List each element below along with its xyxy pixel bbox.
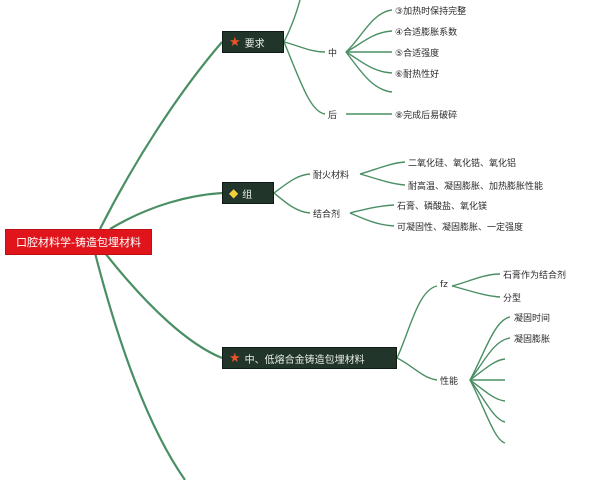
composition-binder-item-2[interactable]: 可凝固性、凝固膨胀、一定强度 <box>397 223 524 233</box>
connector-requirement-after <box>283 41 326 115</box>
branch-low-melt[interactable]: ★ 中、低熔合金铸造包埋材料 <box>222 347 397 369</box>
connector-lowmelt-fz <box>396 285 438 359</box>
requirement-middle-item-4[interactable]: ⑥耐热性好 <box>395 70 440 80</box>
connector-performance-item1 <box>469 316 511 381</box>
requirement-middle-item-1[interactable]: ③加热时保持完整 <box>395 7 467 17</box>
connector-middle-item5 <box>345 51 393 93</box>
composition-binder-item-1[interactable]: 石膏、磷酸盐、氧化镁 <box>397 202 488 212</box>
connector-composition-binder <box>273 192 311 214</box>
connector-performance-item3 <box>469 358 506 381</box>
star-icon: ★ <box>229 34 241 50</box>
composition-refractory-label[interactable]: 耐火材料 <box>313 171 350 181</box>
composition-binder-label[interactable]: 结合剂 <box>313 210 341 220</box>
star-icon: ★ <box>229 350 241 366</box>
low-melt-fz-item-1[interactable]: 石膏作为结合剂 <box>503 271 567 281</box>
connector-middle-item4 <box>345 51 393 74</box>
connector-binder-item2 <box>349 212 395 227</box>
low-melt-fz-item-2[interactable]: 分型 <box>503 294 522 304</box>
requirement-middle-item-3[interactable]: ⑤合适强度 <box>395 49 440 59</box>
connector-fz-item2 <box>451 285 501 298</box>
connector-performance-item2 <box>469 337 511 381</box>
low-melt-fz-label[interactable]: fz <box>440 280 448 290</box>
connector-fz-item1 <box>451 273 501 287</box>
low-melt-performance-label[interactable]: 性能 <box>440 377 459 387</box>
connector-performance-item6 <box>469 379 506 423</box>
connector-root-composition <box>109 191 223 230</box>
connector-middle-item2 <box>345 30 393 53</box>
connector-requirement-middle <box>283 41 326 53</box>
connector-refractory-item1 <box>359 161 406 175</box>
branch-requirement-label: 要求 <box>244 38 265 50</box>
connector-requirement-top <box>283 0 301 43</box>
branch-composition-label: 组 <box>242 189 253 201</box>
root-label: 口腔材料学-铸造包埋材料 <box>16 236 141 249</box>
branch-requirement[interactable]: ★ 要求 <box>222 31 284 53</box>
connector-middle-item1 <box>345 9 393 53</box>
connector-performance-item5 <box>469 379 506 402</box>
connector-lowmelt-performance <box>396 357 438 381</box>
connector-refractory-item2 <box>359 173 406 186</box>
requirement-middle-item-2[interactable]: ④合适膨胀系数 <box>395 28 458 38</box>
connector-composition-refractory <box>273 173 311 194</box>
root-node[interactable]: 口腔材料学-铸造包埋材料 <box>5 229 152 255</box>
composition-refractory-item-1[interactable]: 二氧化硅、氧化锆、氧化铝 <box>408 159 517 169</box>
connector-performance-item7 <box>469 379 506 444</box>
branch-low-melt-label: 中、低熔合金铸造包埋材料 <box>244 354 365 366</box>
composition-refractory-item-2[interactable]: 耐高温、凝固膨胀、加热膨胀性能 <box>408 182 544 192</box>
requirement-after-item-1[interactable]: ⑧完成后易破碎 <box>395 111 458 121</box>
requirement-middle-label[interactable]: 中 <box>328 49 338 59</box>
gem-icon: ◆ <box>229 186 239 200</box>
branch-composition[interactable]: ◆ 组 <box>222 182 274 204</box>
connector-root-lowmelt <box>104 252 223 360</box>
low-melt-performance-item-2[interactable]: 凝固膨胀 <box>514 335 551 345</box>
connector-binder-item1 <box>349 204 395 214</box>
connector-root-requirement <box>99 41 223 230</box>
low-melt-performance-item-1[interactable]: 凝固时间 <box>514 314 551 324</box>
requirement-after-label[interactable]: 后 <box>328 111 338 121</box>
connector-root-bottom <box>93 252 186 480</box>
